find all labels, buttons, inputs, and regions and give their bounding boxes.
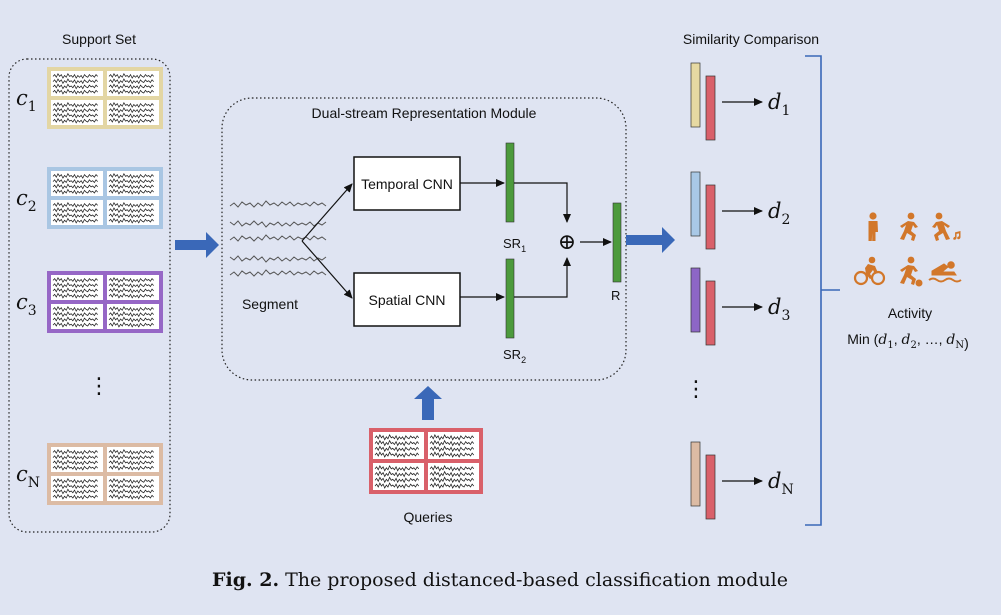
swimming-icon: [928, 261, 962, 283]
support-embedding-bar-4: [690, 441, 701, 507]
running-icon: [900, 212, 918, 241]
query-embedding-bar-3: [705, 280, 716, 346]
support-embedding-bar-3: [690, 267, 701, 333]
query-embedding-bar-2: [705, 184, 716, 250]
music-note-icon: ♫: [952, 227, 962, 242]
similarity-vertical-ellipsis: ⋮: [685, 376, 707, 401]
sr1-to-sum-arrow: [514, 182, 571, 223]
support-set-title: Support Set: [62, 31, 136, 47]
sr2-label: SR2: [503, 347, 526, 365]
sr2-to-sum-arrow: [514, 257, 571, 298]
module-to-similarity-arrow: [626, 227, 675, 253]
spatial-cnn-label: Spatial CNN: [368, 292, 445, 308]
support-class-2-label: c2: [16, 186, 37, 215]
query-embedding-bar-1: [705, 75, 716, 141]
queries-eeg: [369, 428, 483, 494]
standing-icon: [868, 212, 878, 241]
support-class-2-eeg: [47, 167, 163, 229]
similarity-title: Similarity Comparison: [683, 31, 819, 47]
similarity-row-1: d1: [690, 62, 790, 141]
caption-label: Fig. 2.: [212, 569, 279, 591]
support-vertical-ellipsis: ⋮: [88, 373, 110, 398]
temporal-cnn-label: Temporal CNN: [361, 176, 453, 192]
similarity-bracket: [805, 55, 840, 526]
support-set-rows: c1 c2 c3 cN: [16, 67, 163, 505]
support-class-1-label: c1: [16, 86, 37, 115]
activity-min-formula: Min (d1, d2, …, dN): [847, 331, 969, 351]
r-label: R: [611, 288, 620, 303]
support-embedding-bar-1: [690, 62, 701, 128]
distance-4-label: dN: [768, 469, 794, 498]
similarity-row-2: d2: [690, 171, 790, 250]
similarity-row-3: d3: [690, 267, 790, 346]
sr2-feature-bar: [505, 258, 515, 339]
support-class-4-label: cN: [16, 462, 40, 491]
sr1-feature-bar: [505, 142, 515, 223]
support-class-1-eeg: [47, 67, 163, 129]
dual-stream-module-frame: [221, 97, 627, 381]
soccer-icon: [900, 256, 923, 287]
similarity-rows: d1 d2 d3 dN: [690, 62, 794, 520]
queries-label: Queries: [403, 509, 452, 525]
segment-to-spatial-arrow: [301, 240, 353, 299]
similarity-row-4: dN: [690, 441, 794, 520]
dancing-icon: [932, 212, 950, 241]
support-embedding-bar-2: [690, 171, 701, 237]
distance-3-label: d3: [768, 295, 790, 324]
support-to-module-arrow: [175, 232, 219, 258]
segment-to-temporal-arrow: [301, 183, 353, 242]
figure-caption: Fig. 2. The proposed distanced-based cla…: [212, 569, 788, 591]
distance-1-label: d1: [768, 90, 790, 119]
activity-label: Activity: [888, 305, 932, 321]
support-class-3-label: c3: [16, 290, 37, 319]
queries-grid: [369, 428, 483, 494]
r-feature-bar: [612, 202, 622, 283]
segment-signal: [229, 200, 327, 277]
support-class-3-eeg: [47, 271, 163, 333]
sr1-label: SR1: [503, 236, 526, 254]
sum-operator: ⊕: [558, 230, 576, 255]
activity-icons: ♫: [853, 212, 962, 287]
spatial-cnn-box: [353, 272, 461, 327]
caption-text: The proposed distanced-based classificat…: [285, 569, 788, 591]
segment-label: Segment: [242, 296, 298, 312]
support-set-frame: [8, 58, 171, 533]
query-embedding-bar-4: [705, 454, 716, 520]
support-class-4-eeg: [47, 443, 163, 505]
module-title: Dual-stream Representation Module: [312, 105, 537, 121]
cycling-icon: [853, 256, 886, 286]
distance-2-label: d2: [768, 199, 790, 228]
temporal-cnn-box: [353, 156, 461, 211]
queries-to-module-arrow: [414, 386, 442, 420]
